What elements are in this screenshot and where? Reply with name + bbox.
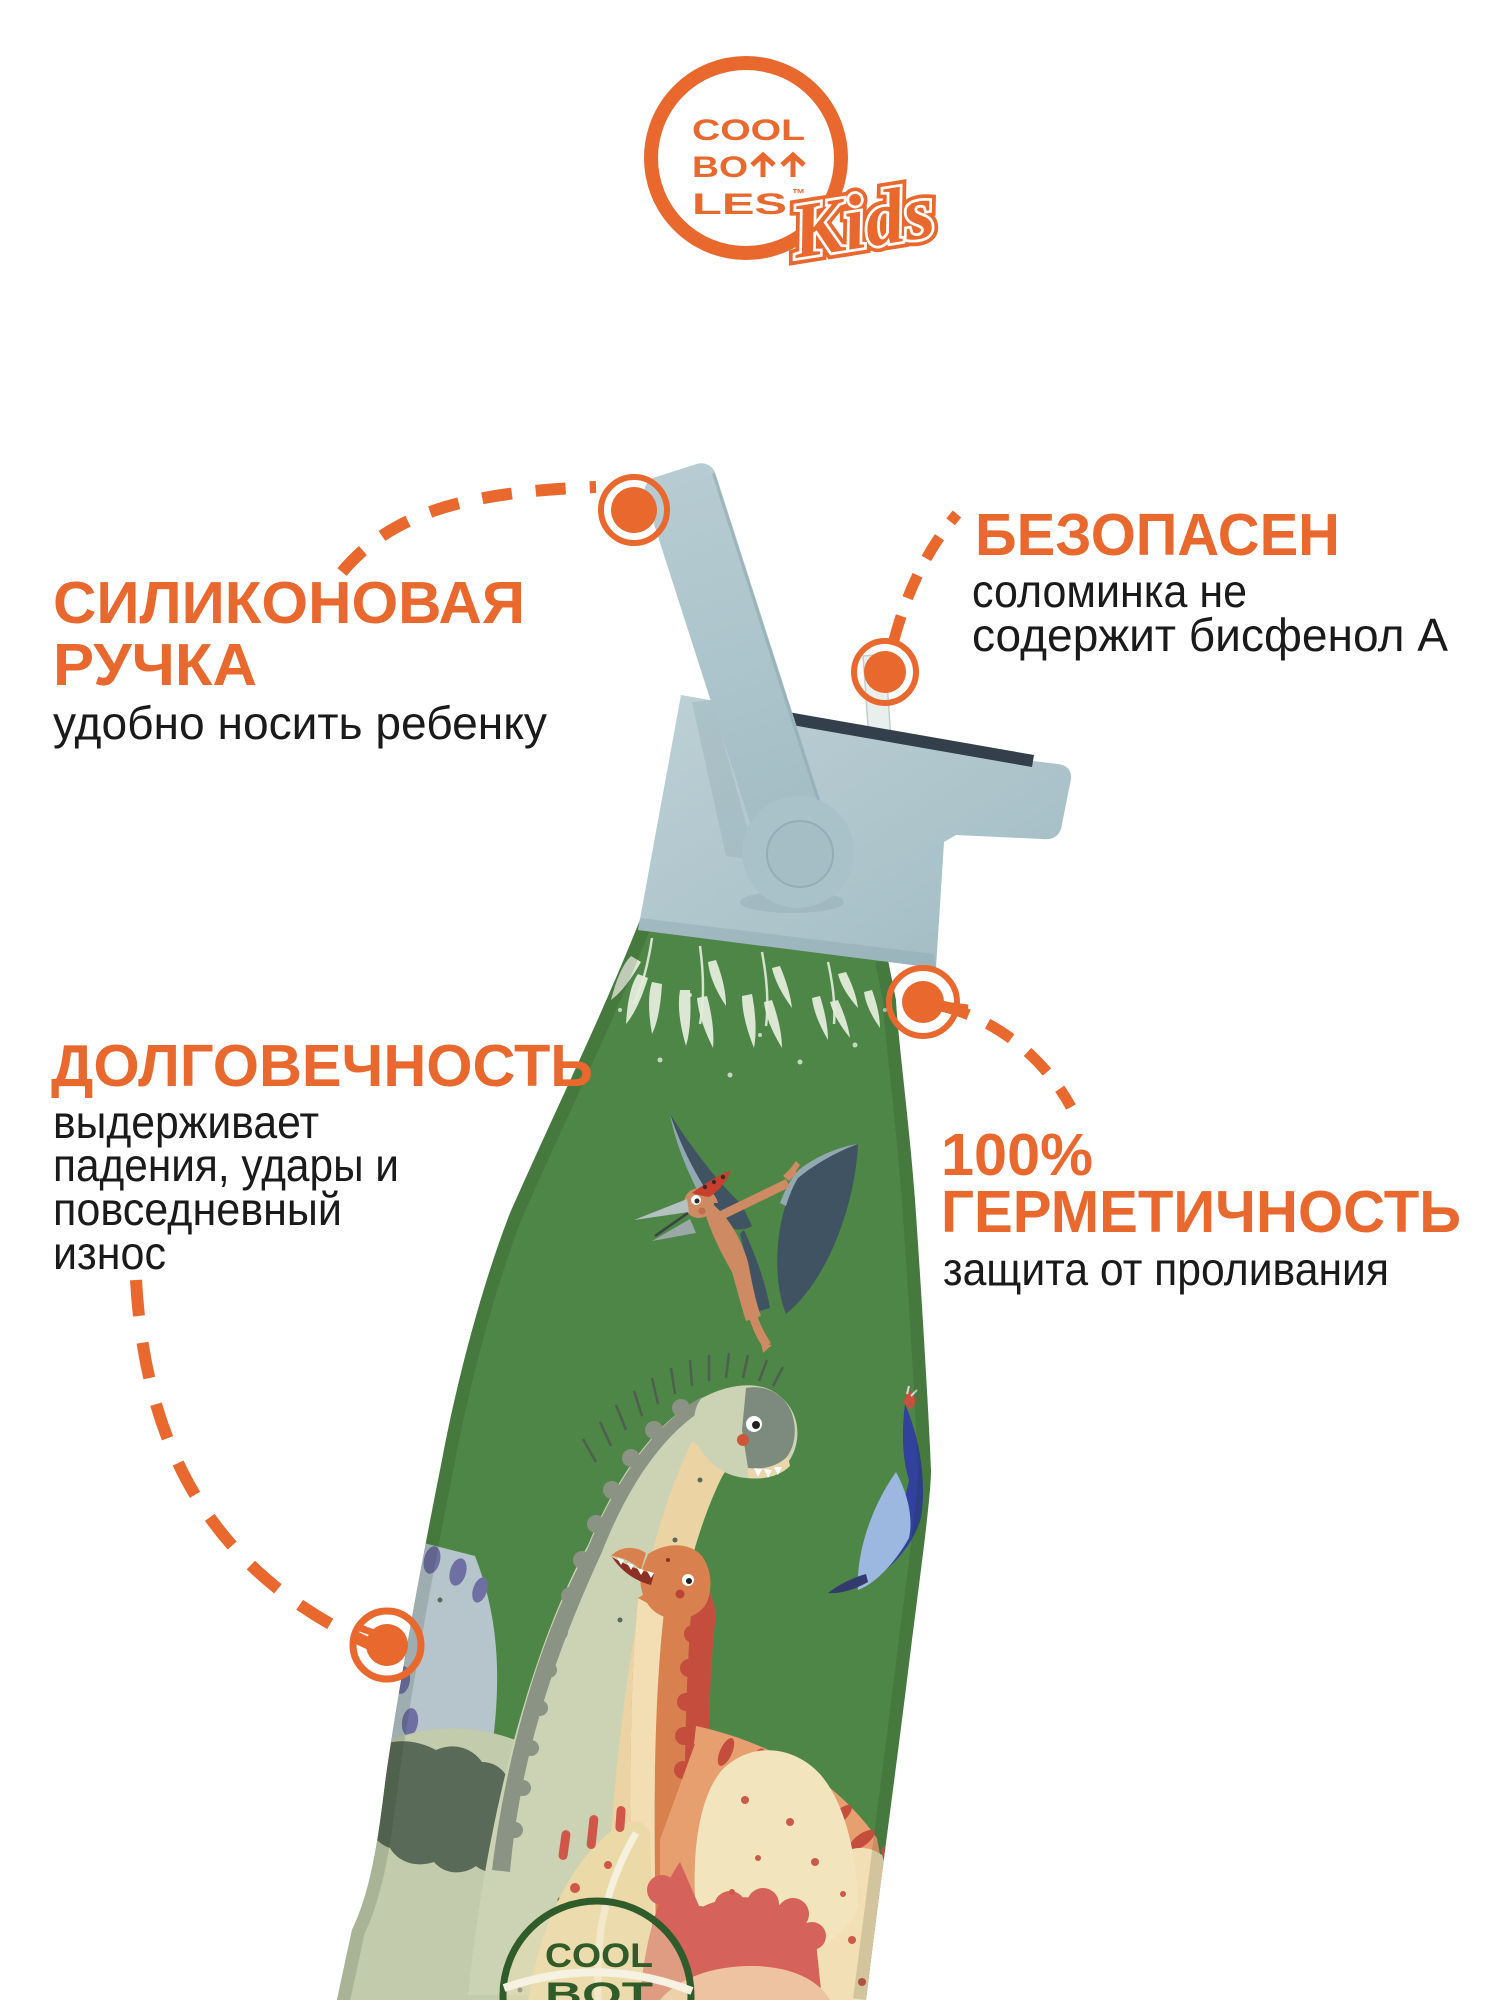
svg-text:содержит бисфенол А: содержит бисфенол А [972, 609, 1448, 661]
svg-text:ГЕРМЕТИЧНОСТЬ: ГЕРМЕТИЧНОСТЬ [941, 1179, 1461, 1245]
svg-text:выдерживает: выдерживает [53, 1096, 319, 1148]
svg-text:повседневный: повседневный [53, 1183, 342, 1235]
svg-text:COOL: COOL [692, 114, 805, 147]
svg-text:Kids: Kids [784, 166, 940, 274]
svg-text:ДОЛГОВЕЧНОСТЬ: ДОЛГОВЕЧНОСТЬ [51, 1033, 593, 1099]
svg-text:соломинка не: соломинка не [972, 565, 1247, 617]
svg-text:БЕЗОПАСЕН: БЕЗОПАСЕН [975, 502, 1340, 568]
svg-text:100%: 100% [941, 1122, 1093, 1188]
svg-text:падения, удары и: падения, удары и [53, 1139, 399, 1191]
svg-text:BO: BO [692, 151, 748, 184]
svg-text:износ: износ [53, 1227, 166, 1279]
svg-text:™: ™ [792, 186, 805, 201]
svg-text:СИЛИКОНОВАЯ: СИЛИКОНОВАЯ [53, 570, 525, 636]
svg-text:LES: LES [692, 188, 787, 221]
svg-text:удобно носить ребенку: удобно носить ребенку [53, 697, 547, 749]
svg-text:РУЧКА: РУЧКА [53, 632, 257, 698]
svg-text:BOT: BOT [545, 1976, 653, 2000]
svg-text:защита от проливания: защита от проливания [943, 1243, 1389, 1295]
